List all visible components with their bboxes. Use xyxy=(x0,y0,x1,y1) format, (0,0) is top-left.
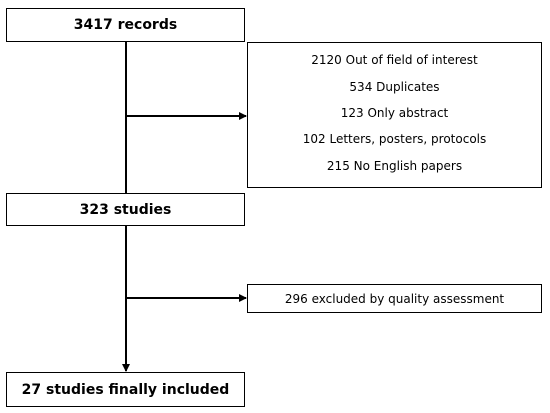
exclusion-reason-no-english: 215 No English papers xyxy=(326,158,463,173)
exclusion-reason-duplicates: 534 Duplicates xyxy=(349,79,440,94)
studies-box: 323 studies xyxy=(6,193,245,226)
exclusion-reason-only-abstract: 123 Only abstract xyxy=(340,105,449,120)
exclusion-reason-out-of-field: 2120 Out of field of interest xyxy=(311,53,478,68)
exclusion-reason-letters-posters: 102 Letters, posters, protocols xyxy=(302,132,487,147)
final-included-label: 27 studies finally included xyxy=(21,381,230,398)
records-label: 3417 records xyxy=(73,17,178,33)
studies-label: 323 studies xyxy=(79,201,172,218)
quality-exclusion-label: 296 excluded by quality assessment xyxy=(284,291,505,306)
records-box: 3417 records xyxy=(6,8,245,42)
quality-exclusion-box: 296 excluded by quality assessment xyxy=(247,284,542,313)
final-included-box: 27 studies finally included xyxy=(6,372,245,407)
screening-exclusions-box: 2120 Out of field of interest 534 Duplic… xyxy=(247,42,542,188)
